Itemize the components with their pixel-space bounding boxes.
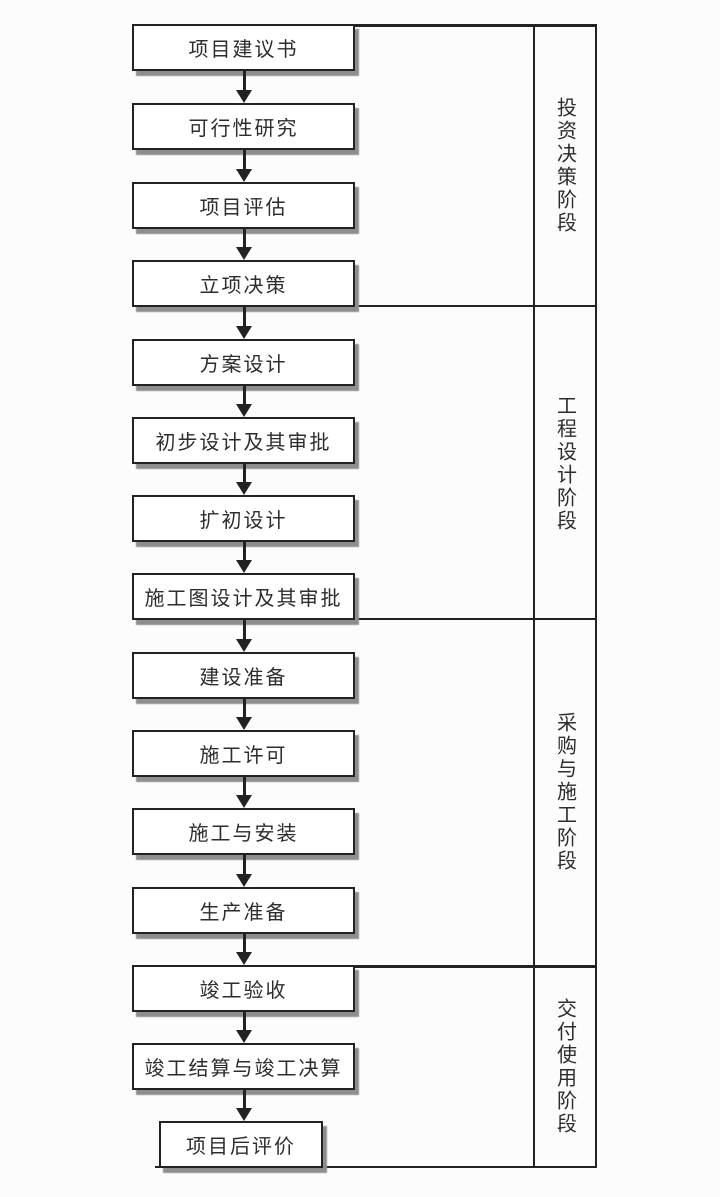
flow-box-completion-acceptance: 竣工验收 <box>132 965 355 1012</box>
flow-arrow-icon <box>236 1090 252 1121</box>
flow-box-label: 施工许可 <box>199 745 288 767</box>
arrow-shaft <box>242 229 246 247</box>
flow-box-production-preparation: 生产准备 <box>132 887 355 934</box>
arrow-head-icon <box>236 717 252 730</box>
flow-box-label: 项目建议书 <box>188 39 299 61</box>
arrow-shaft <box>242 777 246 795</box>
flow-box-expanded-preliminary-design: 扩初设计 <box>132 495 355 542</box>
flow-box-post-project-evaluation: 项目后评价 <box>159 1121 323 1168</box>
flow-box-construction-drawing-design-approval: 施工图设计及其审批 <box>132 573 355 620</box>
flow-arrow-icon <box>236 307 252 339</box>
arrow-head-icon <box>236 169 252 182</box>
flow-box-label: 竣工验收 <box>199 980 288 1002</box>
arrow-head-icon <box>236 326 252 339</box>
arrow-head-icon <box>236 404 252 417</box>
flow-box-label: 初步设计及其审批 <box>155 432 332 454</box>
flow-arrow-icon <box>236 386 252 417</box>
arrow-shaft <box>242 1090 246 1108</box>
stage-cell-delivery-use: 交付使用阶段 <box>535 967 595 1166</box>
flow-box-label: 建设准备 <box>199 667 288 689</box>
stage-column-right-border <box>595 24 597 1168</box>
arrow-head-icon <box>236 247 252 260</box>
stage-divider-bottom <box>155 1165 597 1168</box>
flow-box-scheme-design: 方案设计 <box>132 339 355 386</box>
stage-divider-top <box>354 24 597 27</box>
arrow-head-icon <box>236 1108 252 1121</box>
flow-box-label: 立项决策 <box>199 275 288 297</box>
arrow-shaft <box>242 150 246 169</box>
flow-box-project-proposal: 项目建议书 <box>132 24 355 71</box>
flow-box-construction-preparation: 建设准备 <box>132 652 355 699</box>
arrow-head-icon <box>236 560 252 573</box>
stage-label-procurement-construction: 采购与施工阶段 <box>553 712 576 873</box>
arrow-shaft <box>242 620 246 639</box>
flow-box-label: 可行性研究 <box>188 118 299 140</box>
arrow-shaft <box>242 542 246 560</box>
flow-box-project-evaluation: 项目评估 <box>132 182 355 229</box>
flow-box-label: 项目后评价 <box>186 1136 296 1158</box>
arrow-head-icon <box>236 90 252 103</box>
arrow-shaft <box>242 855 246 874</box>
flow-box-completion-settlement-final-accounts: 竣工结算与竣工决算 <box>132 1043 355 1090</box>
stage-divider-1 <box>354 304 597 307</box>
arrow-head-icon <box>236 874 252 887</box>
flow-arrow-icon <box>236 542 252 573</box>
flow-box-label: 项目评估 <box>199 197 288 219</box>
flow-arrow-icon <box>236 777 252 808</box>
arrow-head-icon <box>236 795 252 808</box>
flow-arrow-icon <box>236 699 252 730</box>
flow-arrow-icon <box>236 229 252 260</box>
flow-arrow-icon <box>236 855 252 887</box>
arrow-head-icon <box>236 482 252 495</box>
flow-box-project-approval-decision: 立项决策 <box>132 260 355 307</box>
flow-box-label: 扩初设计 <box>199 510 288 532</box>
stage-divider-2 <box>354 617 597 620</box>
stage-label-delivery-use: 交付使用阶段 <box>553 997 576 1136</box>
arrow-shaft <box>242 386 246 404</box>
flow-arrow-icon <box>236 150 252 182</box>
flow-box-label: 生产准备 <box>199 902 288 924</box>
stage-label-investment-decision: 投资决策阶段 <box>553 96 576 235</box>
flow-box-preliminary-design-approval: 初步设计及其审批 <box>132 417 355 464</box>
arrow-shaft <box>242 934 246 952</box>
arrow-shaft <box>242 71 246 90</box>
arrow-head-icon <box>236 639 252 652</box>
flow-box-label: 方案设计 <box>199 354 288 376</box>
stage-cell-engineering-design: 工程设计阶段 <box>535 307 595 620</box>
arrow-shaft <box>242 464 246 482</box>
arrow-shaft <box>242 699 246 717</box>
arrow-head-icon <box>236 1030 252 1043</box>
stage-cell-investment-decision: 投资决策阶段 <box>535 24 595 307</box>
flow-box-feasibility-study: 可行性研究 <box>132 103 355 150</box>
stage-cell-procurement-construction: 采购与施工阶段 <box>535 620 595 965</box>
flow-arrow-icon <box>236 1012 252 1043</box>
flow-arrow-icon <box>236 464 252 495</box>
flow-arrow-icon <box>236 934 252 965</box>
arrow-shaft <box>242 307 246 326</box>
flow-box-construction-installation: 施工与安装 <box>132 808 355 855</box>
flow-box-construction-permit: 施工许可 <box>132 730 355 777</box>
flow-arrow-icon <box>236 71 252 103</box>
flow-box-label: 施工与安装 <box>188 823 299 845</box>
flow-box-label: 施工图设计及其审批 <box>144 588 343 610</box>
flow-arrow-icon <box>236 620 252 652</box>
arrow-shaft <box>242 1012 246 1030</box>
stage-column-left-border <box>533 24 535 1168</box>
stage-label-engineering-design: 工程设计阶段 <box>553 394 576 533</box>
flow-box-label: 竣工结算与竣工决算 <box>144 1058 343 1080</box>
arrow-head-icon <box>236 952 252 965</box>
stage-divider-3 <box>354 965 597 968</box>
